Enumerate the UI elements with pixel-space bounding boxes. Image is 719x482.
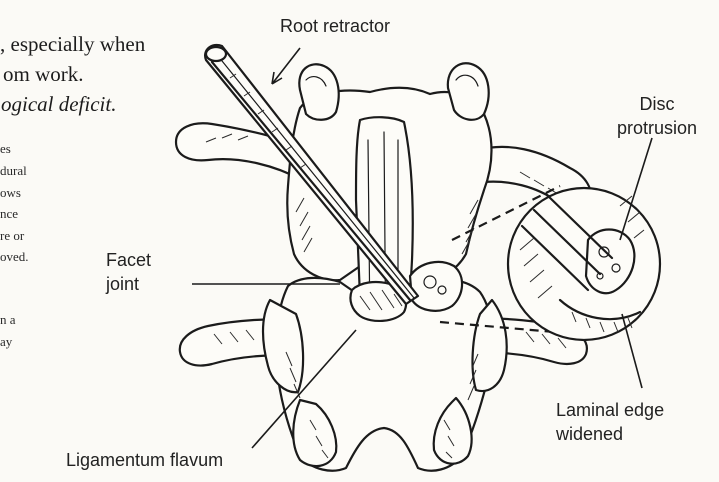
label-disc-protrusion-line1: Disc xyxy=(600,92,714,116)
leader-root-retractor xyxy=(272,48,300,84)
superior-facet-left xyxy=(299,64,338,120)
label-facet-joint-line1: Facet xyxy=(106,248,151,272)
label-laminal-edge-line2: widened xyxy=(556,422,664,446)
label-facet-joint: Facet joint xyxy=(106,248,151,296)
superior-facet-right xyxy=(448,63,489,120)
label-root-retractor: Root retractor xyxy=(280,14,390,38)
label-laminal-edge-line1: Laminal edge xyxy=(556,398,664,422)
label-ligamentum-flavum: Ligamentum flavum xyxy=(66,448,223,472)
nerve-root-bulge xyxy=(410,262,462,311)
label-facet-joint-line2: joint xyxy=(106,272,151,296)
label-disc-protrusion-line2: protrusion xyxy=(600,116,714,140)
label-laminal-edge: Laminal edge widened xyxy=(556,398,664,446)
magnified-inset xyxy=(508,188,660,340)
left-lateral-mass xyxy=(263,300,303,392)
leader-laminal-edge xyxy=(622,314,642,388)
label-disc-protrusion: Disc protrusion xyxy=(600,92,714,140)
